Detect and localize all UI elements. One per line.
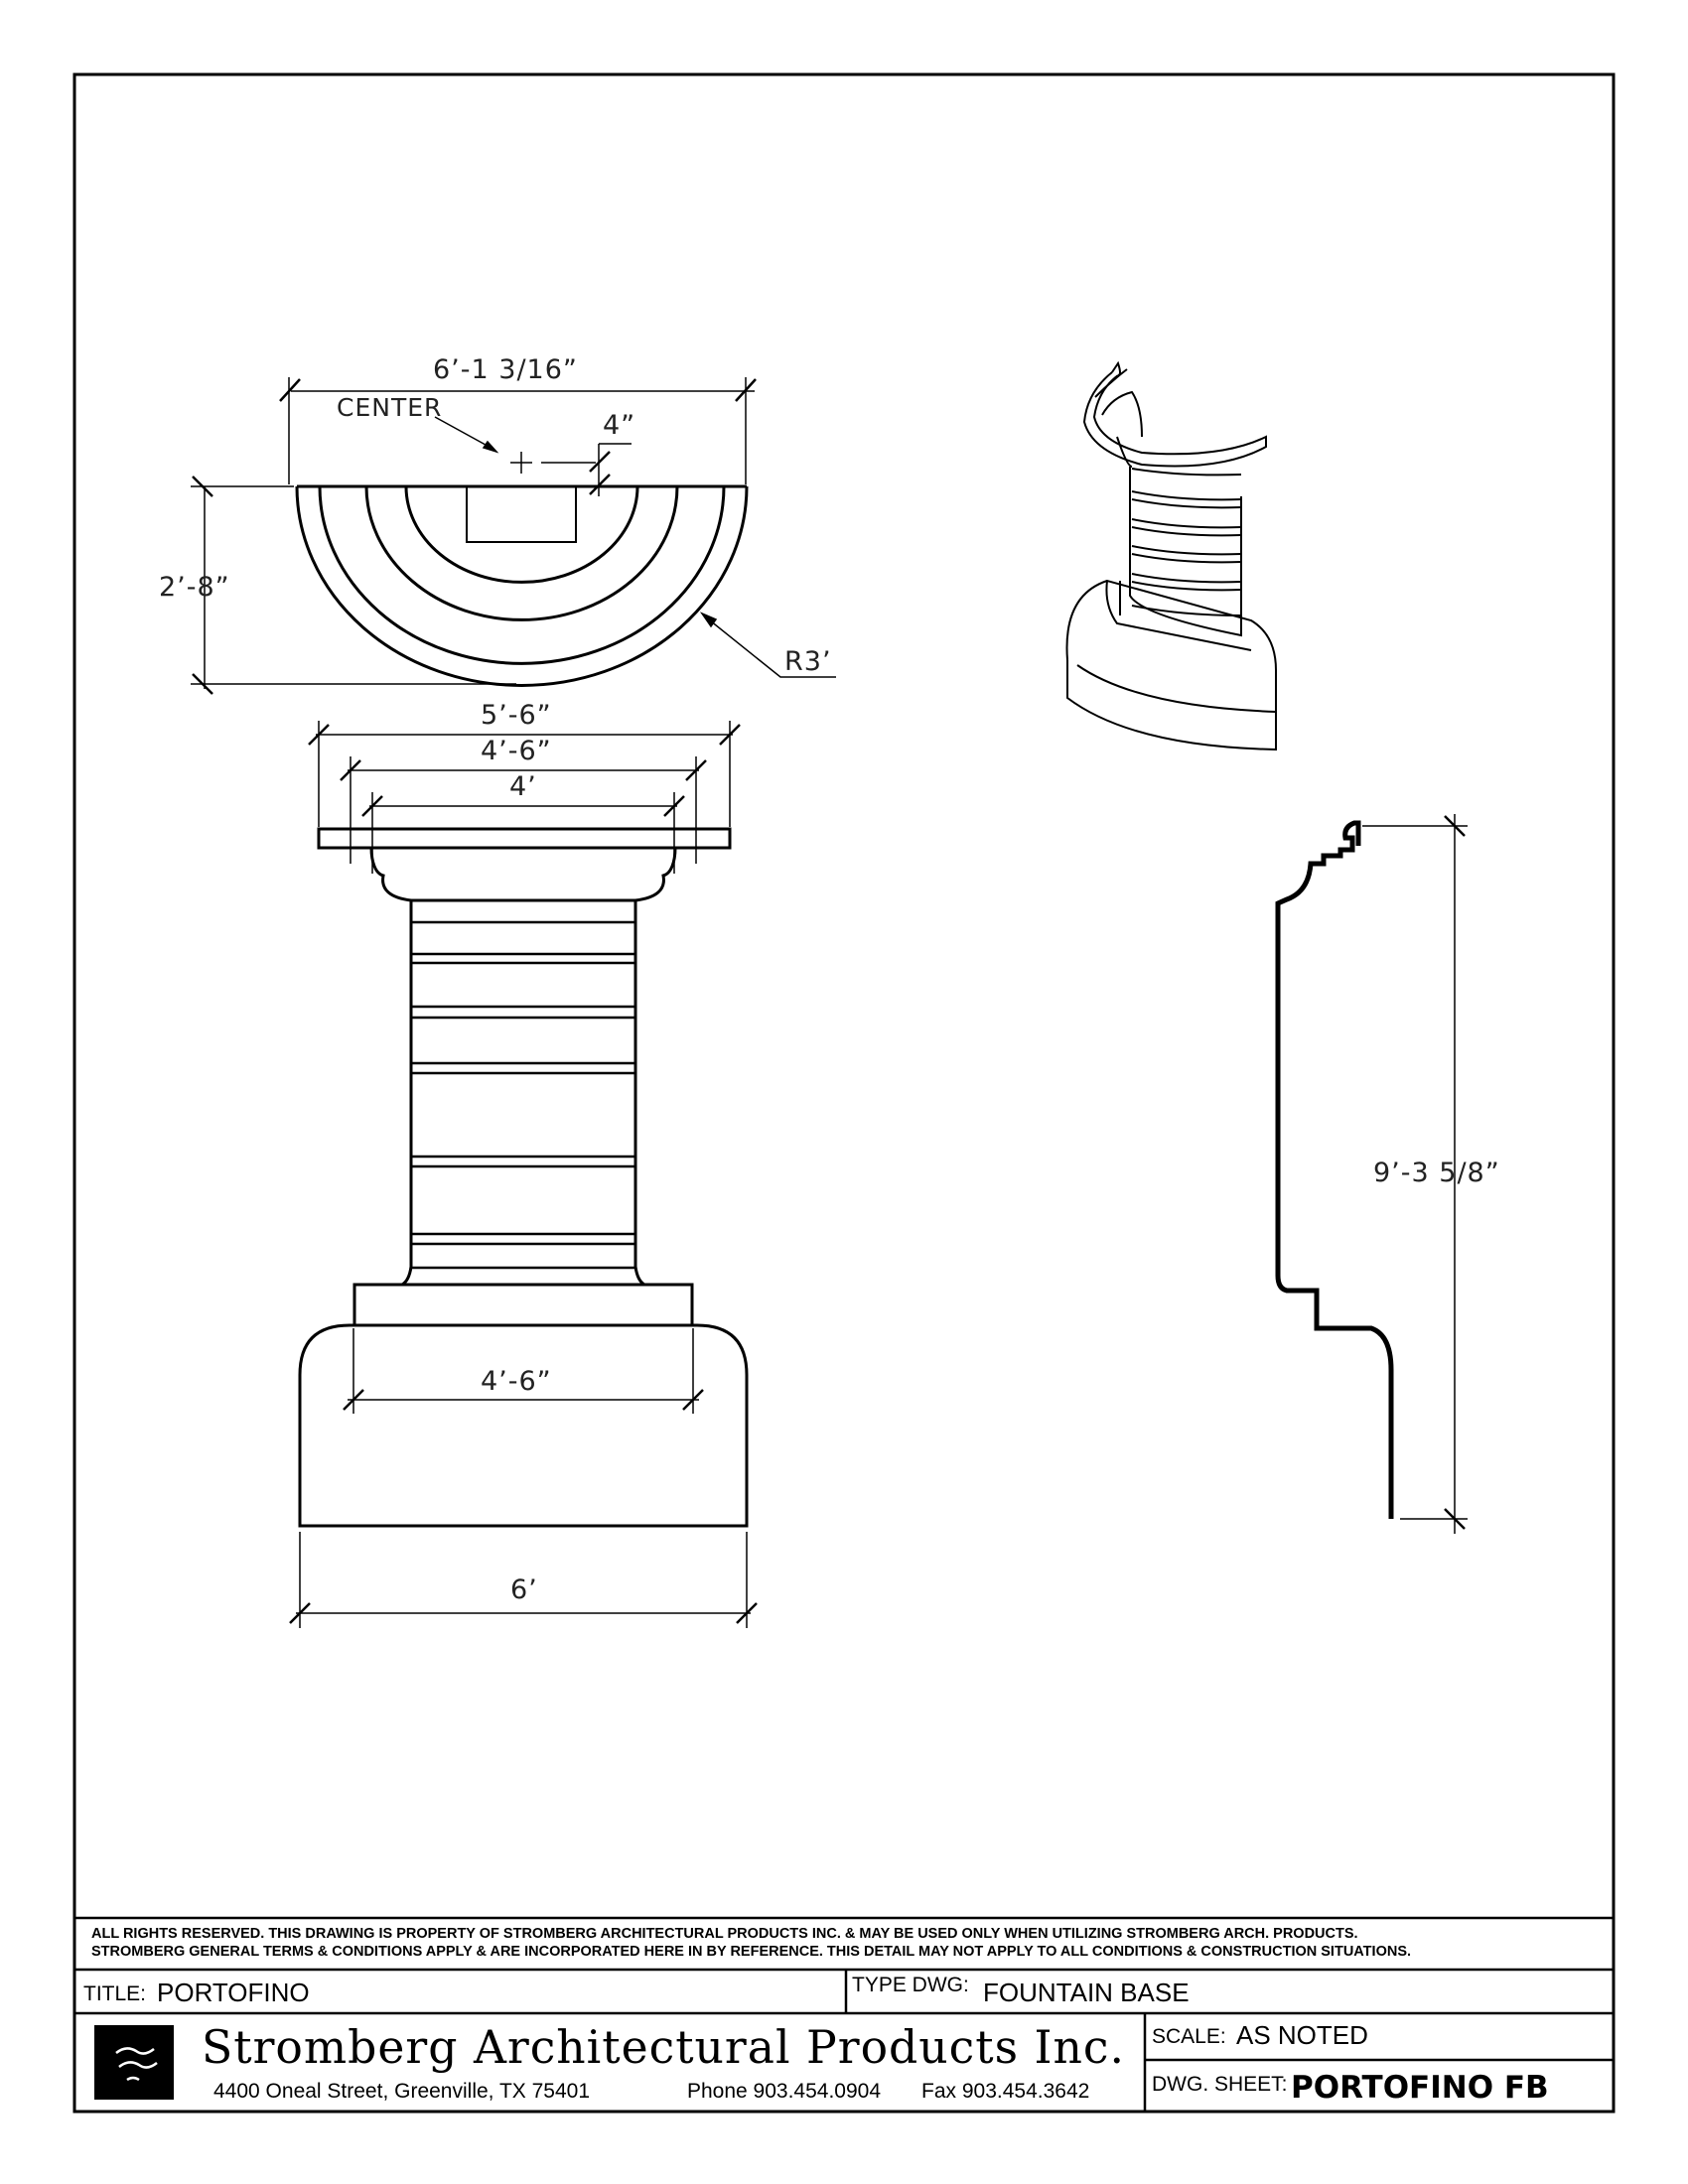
center-label: CENTER <box>337 393 442 422</box>
top-width-dimension: 6’-1 3/16” <box>433 354 578 385</box>
company-address: 4400 Oneal Street, Greenville, TX 75401 <box>213 2080 590 2103</box>
type-dwg-value: FOUNTAIN BASE <box>983 1978 1190 2007</box>
company-logo <box>94 2025 174 2100</box>
scale-value: AS NOTED <box>1236 2020 1368 2050</box>
dwg-sheet-label: DWG. SHEET: <box>1152 2073 1288 2096</box>
elevation-dimensions <box>289 721 758 1628</box>
cap-width-dimension: 5’-6” <box>481 700 552 731</box>
shaft-width-dimension: 4’ <box>509 771 537 802</box>
title-block-frame <box>74 1916 1614 2112</box>
offset-dimension: 4” <box>603 410 635 441</box>
rights-notice-line-2: STROMBERG GENERAL TERMS & CONDITIONS APP… <box>91 1944 1411 1960</box>
plan-view <box>295 484 749 687</box>
company-name: Stromberg Architectural Products Inc. <box>202 2020 1125 2074</box>
plinth-inner-dimension: 4’-6” <box>481 1366 552 1397</box>
height-dimension: 9’-3 5/8” <box>1373 1158 1500 1188</box>
depth-dimension: 2’-8” <box>159 572 230 603</box>
company-phone: Phone 903.454.0904 <box>687 2080 881 2103</box>
title-value: PORTOFINO <box>157 1978 310 2007</box>
title-label: TITLE: <box>83 1982 146 2005</box>
type-dwg-label: TYPE DWG: <box>852 1974 969 1996</box>
company-fax: Fax 903.454.3642 <box>921 2080 1089 2103</box>
isometric-view <box>1065 360 1277 751</box>
base-width-dimension: 6’ <box>510 1574 538 1605</box>
radius-dimension: R3’ <box>784 646 832 677</box>
elevation-dimension-text: 5’-6” 4’-6” 4’ 4’-6” 6’ <box>481 700 552 1605</box>
rights-notice-line-1: ALL RIGHTS RESERVED. THIS DRAWING IS PRO… <box>91 1926 1358 1942</box>
dwg-sheet-value: PORTOFINO FB <box>1291 2070 1549 2106</box>
profile-section <box>1275 820 1394 1519</box>
plan-dimension-text: 6’-1 3/16” CENTER 4” 2’-8” R3’ <box>159 354 832 677</box>
plan-dimensions <box>191 377 836 695</box>
elevation-view <box>298 827 749 1528</box>
cap-inner-dimension: 4’-6” <box>481 736 552 766</box>
profile-dimensions <box>1362 814 1468 1534</box>
sheet-border <box>72 72 1616 2114</box>
scale-label: SCALE: <box>1152 2025 1226 2048</box>
shaft-bands <box>411 920 635 1270</box>
